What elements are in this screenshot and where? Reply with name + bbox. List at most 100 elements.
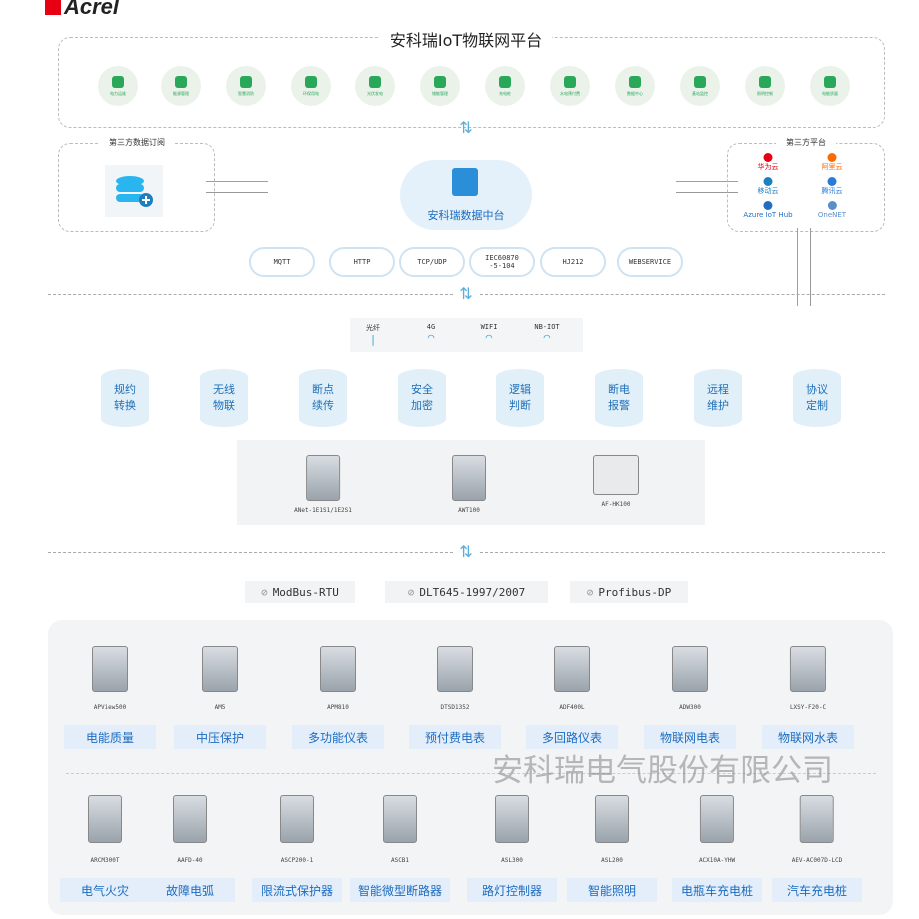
category-button[interactable]: 限流式保护器 bbox=[252, 878, 342, 902]
feature-cylinder: 逻辑 判断 bbox=[496, 369, 544, 427]
device-image bbox=[173, 795, 207, 843]
device-item: APM810 bbox=[320, 646, 356, 711]
up-down-arrow-icon: ⇅ bbox=[459, 284, 473, 303]
divider bbox=[48, 552, 453, 553]
platform-title: 安科瑞IoT物联网平台 bbox=[379, 27, 553, 51]
category-button[interactable]: 电能质量 bbox=[64, 725, 156, 749]
app-0[interactable]: 电力运维 bbox=[98, 66, 138, 106]
category-button[interactable]: 多回路仪表 bbox=[526, 725, 618, 749]
category-button[interactable]: 电瓶车充电桩 bbox=[672, 878, 762, 902]
app-7[interactable]: 水电预付费 bbox=[550, 66, 590, 106]
protocol-cloud: WEBSERVICE bbox=[617, 247, 683, 277]
app-label: 水电预付费 bbox=[560, 90, 580, 96]
app-11[interactable]: 电能质量 bbox=[810, 66, 850, 106]
app-4[interactable]: 光伏发电 bbox=[355, 66, 395, 106]
feature-cylinder: 协议 定制 bbox=[793, 369, 841, 427]
feature-cylinder: 断电 报警 bbox=[595, 369, 643, 427]
field-protocol: ⊘ DLT645-1997/2007 bbox=[385, 581, 548, 603]
device-model: ASL200 bbox=[601, 857, 623, 864]
gateway-device: AF-HK100 bbox=[593, 455, 639, 508]
category-button[interactable]: 汽车充电桩 bbox=[772, 878, 862, 902]
device-item: LXSY-F20-C bbox=[790, 646, 826, 711]
category-button[interactable]: 电气火灾 bbox=[60, 878, 150, 902]
app-8[interactable]: 数据中心 bbox=[615, 66, 655, 106]
category-button[interactable]: 物联网电表 bbox=[644, 725, 736, 749]
device-item: ASL300 bbox=[495, 795, 529, 864]
right-left-arrow bbox=[676, 181, 738, 193]
device-image bbox=[799, 795, 834, 843]
platform-name: 华为云 bbox=[757, 163, 779, 171]
wifi-icon: ◠ bbox=[543, 331, 551, 344]
feature-cylinder: 规约 转换 bbox=[101, 369, 149, 427]
category-button[interactable]: 智能照明 bbox=[567, 878, 657, 902]
field-protocol-label: Profibus-DP bbox=[598, 585, 672, 599]
app-label: 基站监控 bbox=[692, 90, 708, 96]
app-label: 环保用电 bbox=[303, 90, 319, 96]
device-item: ASCP200-1 bbox=[280, 795, 314, 864]
platform-logo-1: 阿里云 bbox=[822, 153, 843, 171]
logo-text: Acrel bbox=[64, 0, 120, 19]
cloud-logo-icon bbox=[827, 177, 837, 186]
device-image bbox=[593, 455, 639, 495]
link-icon: ⊘ bbox=[407, 585, 415, 599]
category-button[interactable]: 预付费电表 bbox=[409, 725, 501, 749]
device-image bbox=[554, 646, 590, 692]
app-icon bbox=[759, 75, 771, 88]
app-label: 数据中心 bbox=[627, 90, 643, 96]
app-1[interactable]: 能源管理 bbox=[161, 66, 201, 106]
field-protocol-label: DLT645-1997/2007 bbox=[419, 585, 526, 599]
platform-logo-3: 腾讯云 bbox=[822, 177, 843, 195]
category-button[interactable]: 故障电弧 bbox=[145, 878, 235, 902]
device-model: ADF400L bbox=[559, 704, 585, 711]
acrel-logo: Acrel bbox=[45, 0, 119, 20]
app-icon bbox=[434, 75, 446, 88]
fiber-icon: | bbox=[369, 333, 377, 346]
feature-cylinder: 无线 物联 bbox=[200, 369, 248, 427]
device-item: APView500 bbox=[92, 646, 128, 711]
device-image bbox=[280, 795, 314, 843]
app-label: 电力运维 bbox=[110, 90, 126, 96]
network-label: NB-IOT bbox=[534, 323, 560, 331]
app-icon bbox=[369, 75, 381, 88]
app-3[interactable]: 环保用电 bbox=[291, 66, 331, 106]
cloud-logo-icon bbox=[827, 201, 837, 210]
logo-mark-icon bbox=[45, 0, 61, 15]
feature-cylinder: 断点 续传 bbox=[299, 369, 347, 427]
device-item: ADW300 bbox=[672, 646, 708, 711]
device-item: AAFD-40 bbox=[173, 795, 207, 864]
field-protocol: ⊘Profibus-DP bbox=[570, 581, 688, 603]
app-label: 光伏发电 bbox=[367, 90, 383, 96]
device-model: AF-HK100 bbox=[601, 501, 631, 508]
device-model: AAFD-40 bbox=[177, 857, 203, 864]
category-button[interactable]: 智能微型断路器 bbox=[350, 878, 450, 902]
app-icon bbox=[240, 75, 252, 88]
app-2[interactable]: 智慧消防 bbox=[226, 66, 266, 106]
app-label: 充电桩 bbox=[499, 90, 511, 96]
app-icon bbox=[629, 75, 641, 88]
category-button[interactable]: 物联网水表 bbox=[762, 725, 854, 749]
protocol-cloud: IEC60870 -5-104 bbox=[469, 247, 535, 277]
app-9[interactable]: 基站监控 bbox=[680, 66, 720, 106]
feature-cylinder: 远程 维护 bbox=[694, 369, 742, 427]
device-model: ADW300 bbox=[679, 704, 701, 711]
device-model: AWT100 bbox=[458, 507, 480, 514]
device-item: AEV-AC007D-LCD bbox=[792, 795, 842, 864]
device-model: DTSD1352 bbox=[440, 704, 470, 711]
cloud-logo-icon bbox=[827, 153, 837, 162]
device-model: APM810 bbox=[327, 704, 349, 711]
divider bbox=[66, 773, 876, 774]
device-model: APView500 bbox=[93, 704, 127, 711]
platform-name: 腾讯云 bbox=[821, 187, 843, 195]
category-button[interactable]: 多功能仪表 bbox=[292, 725, 384, 749]
device-model: LXSY-F20-C bbox=[789, 704, 827, 711]
feature-cylinder: 安全 加密 bbox=[398, 369, 446, 427]
device-item: ARCM300T bbox=[88, 795, 122, 864]
category-button[interactable]: 路灯控制器 bbox=[467, 878, 557, 902]
app-10[interactable]: 照明控制 bbox=[745, 66, 785, 106]
cloud-logo-icon bbox=[763, 201, 773, 210]
category-button[interactable]: 中压保护 bbox=[174, 725, 266, 749]
app-label: 智慧消防 bbox=[238, 90, 254, 96]
left-right-arrow bbox=[206, 181, 268, 193]
app-5[interactable]: 储能管理 bbox=[420, 66, 460, 106]
app-6[interactable]: 充电桩 bbox=[485, 66, 525, 106]
